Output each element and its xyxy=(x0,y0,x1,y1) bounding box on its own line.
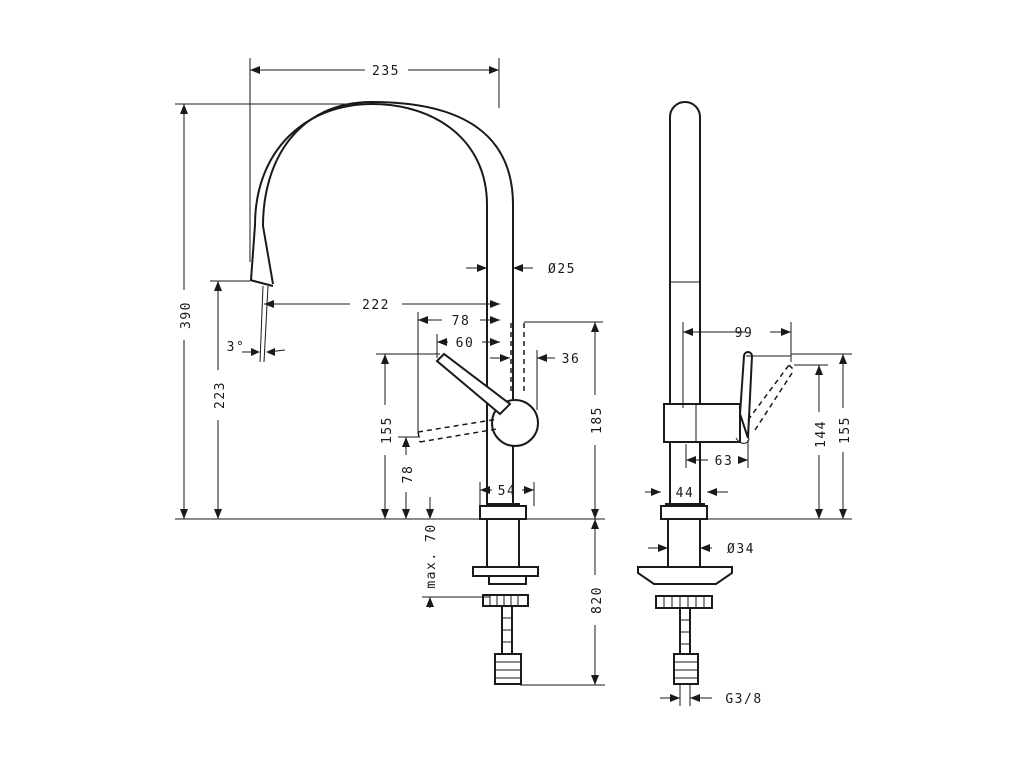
side-lever xyxy=(738,351,754,439)
dim-thread-label: G3/8 xyxy=(725,692,762,707)
side-mounting-plate xyxy=(637,566,733,585)
dim-222-label: 222 xyxy=(362,298,390,313)
dim-155-side-label: 155 xyxy=(838,416,853,444)
dim-max70-label: max. 70 xyxy=(424,523,439,588)
dim-44-label: 44 xyxy=(676,486,695,501)
dim-pipe-diameter-label: Ø25 xyxy=(548,262,576,277)
dim-390-label: 390 xyxy=(179,301,194,329)
dim-36-label: 36 xyxy=(562,352,581,367)
side-lever-alt xyxy=(747,364,795,431)
dim-78-v-label: 78 xyxy=(401,465,416,484)
side-spout-column xyxy=(669,101,701,503)
dim-angle-label: 3° xyxy=(227,340,246,355)
dim-235-label: 235 xyxy=(372,64,400,79)
dim-144-label: 144 xyxy=(814,420,829,448)
dim-63-label: 63 xyxy=(715,454,734,469)
dim-60-label: 60 xyxy=(456,336,475,351)
side-base-collar xyxy=(660,505,708,520)
dim-223-label: 223 xyxy=(213,381,228,409)
mounting-plate xyxy=(472,566,539,577)
side-threaded-rod xyxy=(679,607,691,655)
spout-outline xyxy=(250,102,488,503)
lever-handle-alt xyxy=(417,418,499,443)
spout-inner-outline xyxy=(261,100,514,503)
base-collar xyxy=(479,505,527,520)
side-shank xyxy=(667,518,701,568)
side-view: 99 155 144 63 44 Ø34 xyxy=(637,101,853,707)
side-hub xyxy=(663,403,741,443)
dim-185-label: 185 xyxy=(590,406,605,434)
shank xyxy=(486,518,520,568)
lever-handle xyxy=(435,352,512,416)
dim-155-front-label: 155 xyxy=(380,416,395,444)
side-hose-connector xyxy=(673,653,699,685)
front-view: 235 390 223 3° Ø25 222 xyxy=(175,58,605,686)
dim-78-h-label: 78 xyxy=(452,314,471,329)
dim-54-label: 54 xyxy=(498,484,517,499)
dim-34-label: Ø34 xyxy=(727,542,755,557)
dim-99-label: 99 xyxy=(735,326,754,341)
hose-connector xyxy=(494,653,522,685)
dim-820-label: 820 xyxy=(590,586,605,614)
spout-outlet xyxy=(249,279,274,287)
